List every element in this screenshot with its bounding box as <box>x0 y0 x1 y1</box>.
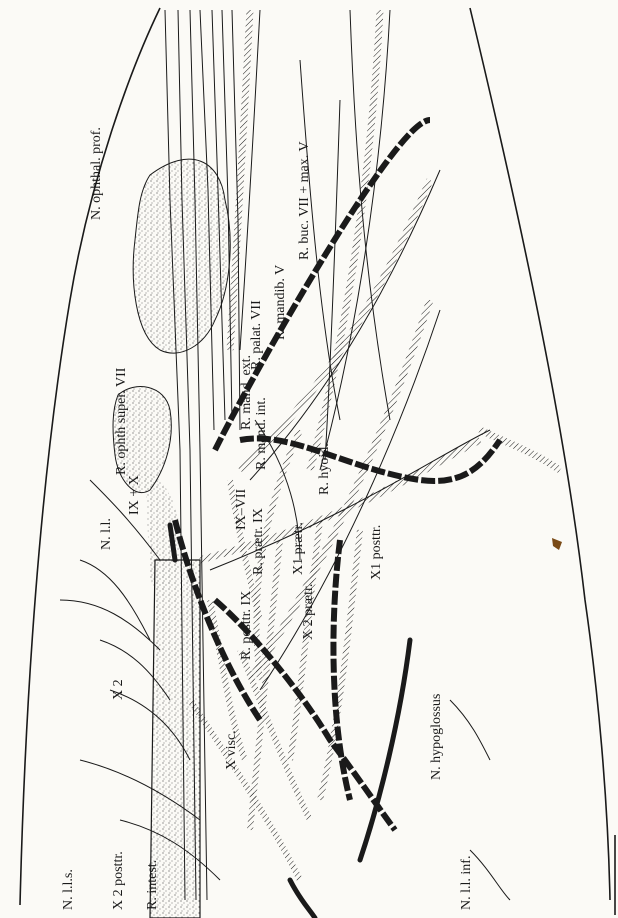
label-r-hyoid: R. hyoid. <box>318 443 332 495</box>
label-n-ll-inf: N. l.l. inf. <box>460 856 474 910</box>
specimen-speck <box>552 538 562 550</box>
label-n-ll: N. l.l. <box>100 518 114 550</box>
label-n-hypoglossus: N. hypoglossus <box>430 694 444 780</box>
label-x1-praetr: X1 prætr. <box>292 522 306 575</box>
label-r-praetr-ix: R. prætr. IX <box>252 508 266 575</box>
label-x-visc: X visc. <box>225 730 239 770</box>
label-x1-posttr: X1 posttr. <box>370 525 384 580</box>
label-r-mand-int: R. mand. int. <box>255 397 269 470</box>
label-r-buc-vii-max-v: R. buc. VII + max. V <box>298 141 312 260</box>
hatched-branches <box>190 10 560 880</box>
label-x2-praetr: X 2 prætr. <box>302 584 316 640</box>
label-x2: X 2 <box>112 679 126 700</box>
label-n-lls: N. l.l.s. <box>62 869 76 910</box>
label-ix-x: IX + X <box>128 475 142 515</box>
label-r-posttr-ix: R. posttr. IX <box>240 591 254 660</box>
label-ix-vii: IX–VII <box>235 489 249 530</box>
label-r-mand-ext: R. mand. ext. <box>240 355 254 430</box>
label-r-mandib-v: R. mandib. V <box>274 265 288 340</box>
label-x2-posttr: X 2 posttr. <box>112 851 126 910</box>
label-n-ophthal-prof: N. ophthal. prof. <box>90 127 104 220</box>
label-r-ophth-super-vii: R. ophth super. VII <box>115 368 129 475</box>
label-r-intest: R. intest. <box>146 860 160 910</box>
